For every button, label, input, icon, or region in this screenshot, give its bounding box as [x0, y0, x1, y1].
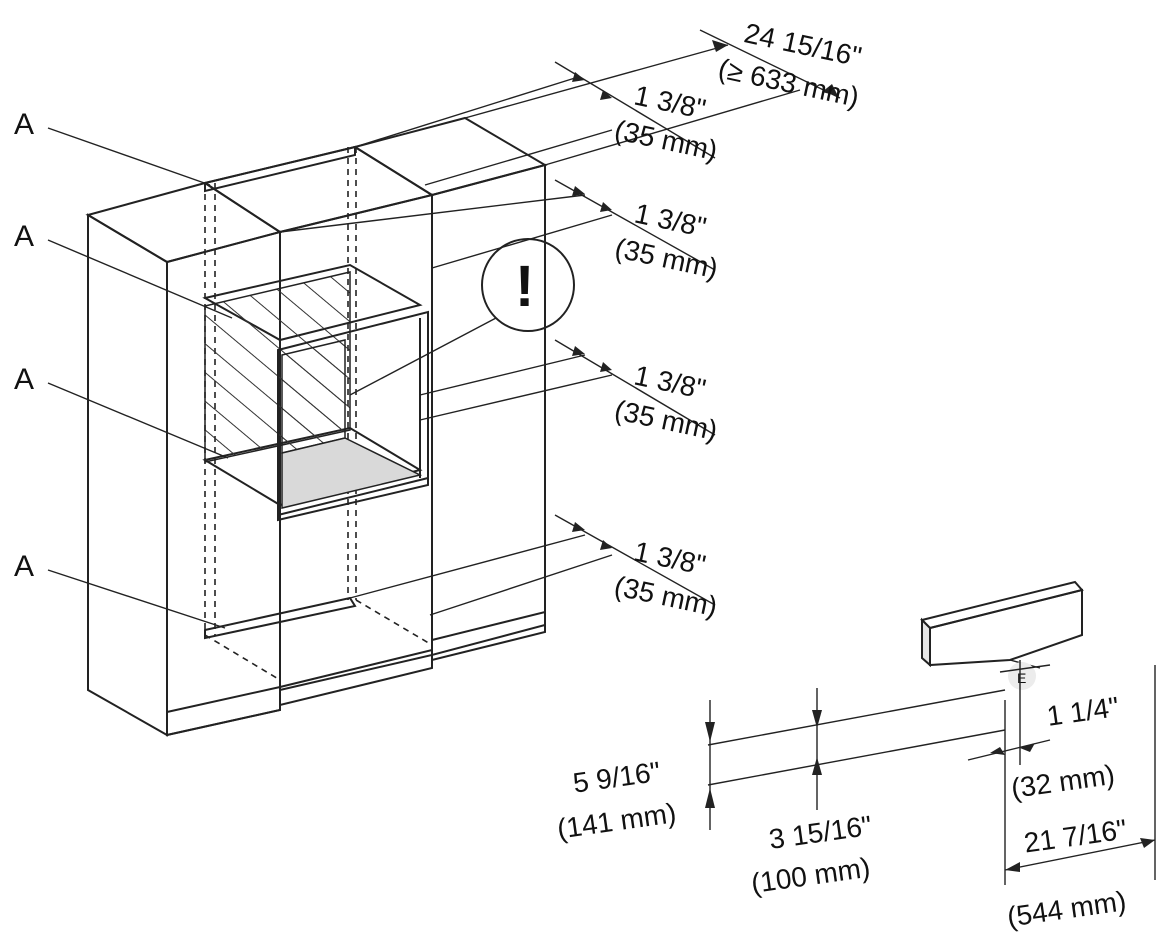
callout-label-3: A: [14, 363, 34, 396]
drawer-marker: E: [1017, 670, 1026, 686]
warning-icon: !: [515, 254, 534, 319]
drawer-depth-imperial: 21 7/16": [1022, 814, 1129, 859]
inner-height-imperial: 3 15/16": [767, 810, 874, 855]
warming-drawer: E: [920, 580, 1084, 690]
warning-symbol: !: [349, 238, 575, 396]
drawer-front: [921, 617, 931, 668]
callout-label-4: A: [14, 550, 34, 583]
shelf-top: [204, 145, 356, 193]
shelf-lower: [204, 596, 357, 640]
drawer-height-imperial: 5 9/16": [571, 756, 662, 799]
front-offset-imperial: 1 1/4": [1045, 691, 1121, 732]
drawer-top: [920, 580, 1084, 630]
right-cabinet: [352, 116, 548, 197]
clearance-4-imperial: 1 3/8": [631, 536, 708, 581]
center-cabinet: [202, 145, 435, 234]
drawer-dimensions: 5 9/16" (141 mm) 3 15/16" (100 mm) 1 1/4…: [555, 660, 1156, 933]
clearance-1-imperial: 1 3/8": [631, 80, 708, 125]
clearance-3-metric: (35 mm): [612, 394, 720, 446]
callout-label-2: A: [14, 220, 34, 253]
appliance-niche: [277, 310, 429, 522]
callouts: A A A A: [14, 108, 233, 629]
callout-label-1: A: [14, 108, 34, 141]
clearance-2-metric: (35 mm): [612, 232, 720, 284]
drawer-height-metric: (141 mm): [555, 797, 678, 844]
clearance-2-imperial: 1 3/8": [632, 198, 709, 243]
left-cabinet: [85, 181, 283, 264]
inner-height-metric: (100 mm): [749, 852, 872, 899]
drawer-depth-metric: (544 mm): [1005, 885, 1128, 932]
clearance-1-metric: (35 mm): [612, 114, 720, 166]
clearance-3-imperial: 1 3/8": [631, 360, 708, 405]
cabinet-assembly: [85, 116, 548, 737]
front-offset-metric: (32 mm): [1009, 759, 1117, 804]
